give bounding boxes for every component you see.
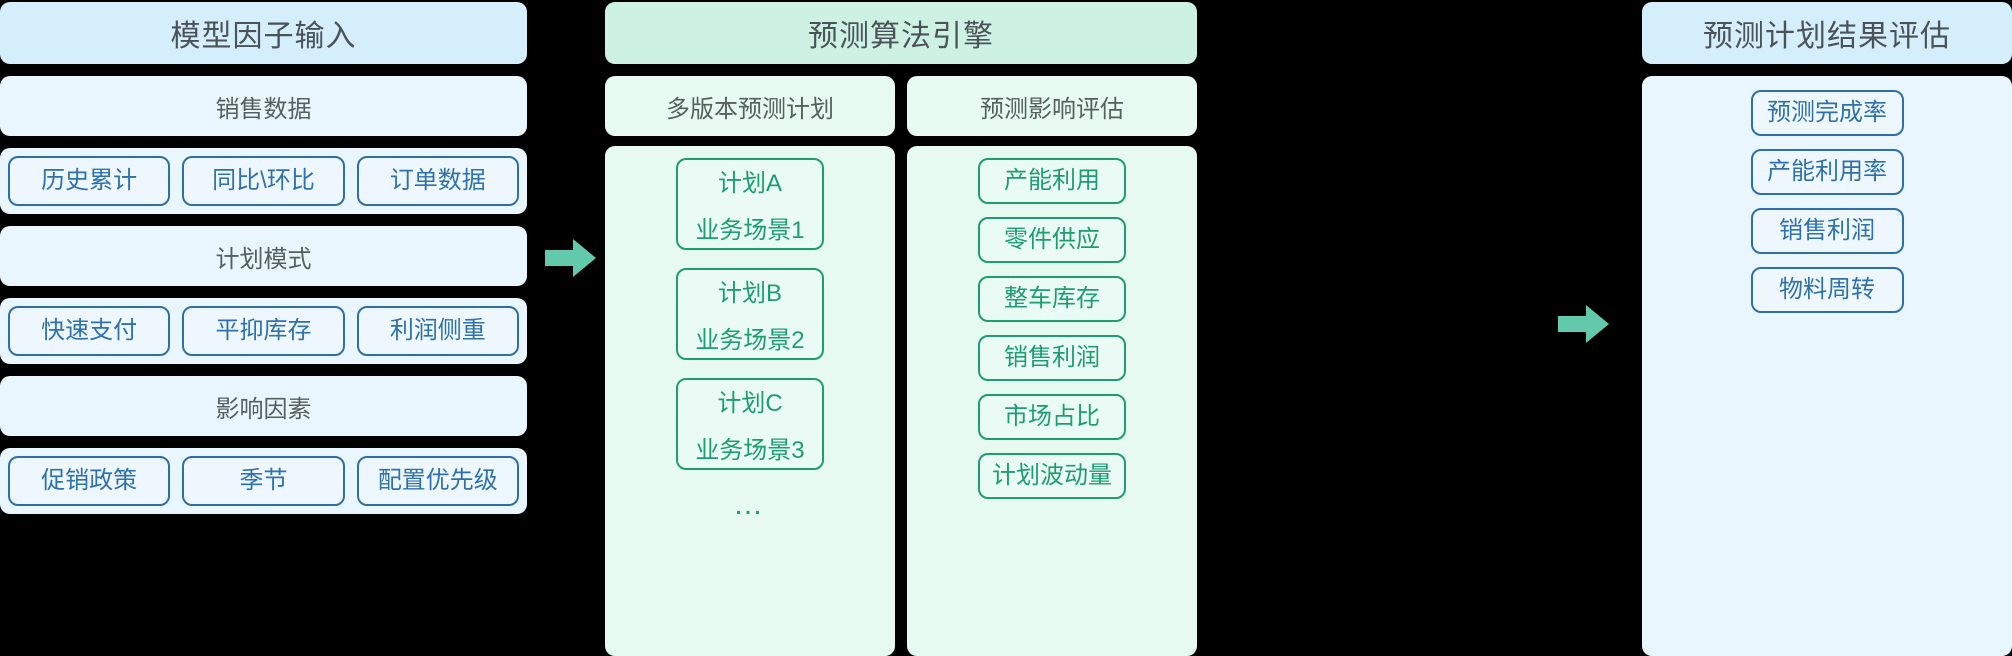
impact-chip-sales-profit[interactable]: 销售利润 bbox=[978, 335, 1126, 381]
group-body-impact-assessment: 产能利用 零件供应 整车库存 销售利润 市场占比 计划波动量 bbox=[907, 146, 1197, 656]
chip-yoy-mom[interactable]: 同比\环比 bbox=[182, 156, 345, 206]
result-chip-material-turnover[interactable]: 物料周转 bbox=[1750, 267, 1904, 313]
chip-season[interactable]: 季节 bbox=[182, 456, 345, 506]
impact-chip-vehicle-inventory[interactable]: 整车库存 bbox=[978, 276, 1126, 322]
plan-list-more-indicator: … bbox=[733, 488, 767, 521]
column-title-engine: 预测算法引擎 bbox=[605, 2, 1197, 64]
plan-card-c[interactable]: 计划C 业务场景3 bbox=[676, 378, 824, 470]
column-title-result: 预测计划结果评估 bbox=[1642, 2, 2012, 64]
plan-card-a[interactable]: 计划A 业务场景1 bbox=[676, 158, 824, 250]
plan-card-c-name: 计划C bbox=[717, 390, 783, 417]
chip-profit-focus[interactable]: 利润侧重 bbox=[356, 306, 519, 356]
section-heading-influence-factors: 影响因素 bbox=[0, 376, 527, 436]
chip-row-sales-data: 历史累计 同比\环比 订单数据 bbox=[0, 148, 527, 214]
group-heading-multi-version-plans: 多版本预测计划 bbox=[605, 76, 895, 136]
plan-card-a-name: 计划A bbox=[717, 170, 782, 197]
result-chip-capacity-utilization-rate[interactable]: 产能利用率 bbox=[1750, 149, 1904, 195]
chip-order-data[interactable]: 订单数据 bbox=[356, 156, 519, 206]
impact-chip-parts-supply[interactable]: 零件供应 bbox=[978, 217, 1126, 263]
impact-chip-market-share[interactable]: 市场占比 bbox=[978, 394, 1126, 440]
chip-fast-payment[interactable]: 快速支付 bbox=[8, 306, 171, 356]
column-title-input: 模型因子输入 bbox=[0, 2, 527, 64]
arrow-engine-to-result-icon bbox=[1558, 304, 1610, 344]
plan-card-b-scenario: 业务场景2 bbox=[695, 327, 805, 354]
result-chip-forecast-completion-rate[interactable]: 预测完成率 bbox=[1750, 90, 1904, 136]
group-heading-impact-assessment: 预测影响评估 bbox=[907, 76, 1197, 136]
plan-card-c-scenario: 业务场景3 bbox=[695, 437, 805, 464]
column-body-result: 预测完成率 产能利用率 销售利润 物料周转 bbox=[1642, 76, 2012, 656]
chip-promotion-policy[interactable]: 促销政策 bbox=[8, 456, 171, 506]
section-heading-sales-data: 销售数据 bbox=[0, 76, 527, 136]
chip-config-priority[interactable]: 配置优先级 bbox=[356, 456, 519, 506]
impact-chip-capacity-utilization[interactable]: 产能利用 bbox=[978, 158, 1126, 204]
impact-chip-plan-fluctuation[interactable]: 计划波动量 bbox=[978, 453, 1126, 499]
chip-row-influence-factors: 促销政策 季节 配置优先级 bbox=[0, 448, 527, 514]
arrow-input-to-engine-icon bbox=[545, 238, 597, 278]
chip-row-plan-mode: 快速支付 平抑库存 利润侧重 bbox=[0, 298, 527, 364]
section-heading-plan-mode: 计划模式 bbox=[0, 226, 527, 286]
chip-history-cumulative[interactable]: 历史累计 bbox=[8, 156, 171, 206]
plan-card-b[interactable]: 计划B 业务场景2 bbox=[676, 268, 824, 360]
result-chip-sales-profit[interactable]: 销售利润 bbox=[1750, 208, 1904, 254]
group-body-multi-version-plans: 计划A 业务场景1 计划B 业务场景2 计划C 业务场景3 … bbox=[605, 146, 895, 656]
plan-card-b-name: 计划B bbox=[717, 280, 782, 307]
plan-card-a-scenario: 业务场景1 bbox=[695, 217, 805, 244]
chip-stabilize-inventory[interactable]: 平抑库存 bbox=[182, 306, 345, 356]
